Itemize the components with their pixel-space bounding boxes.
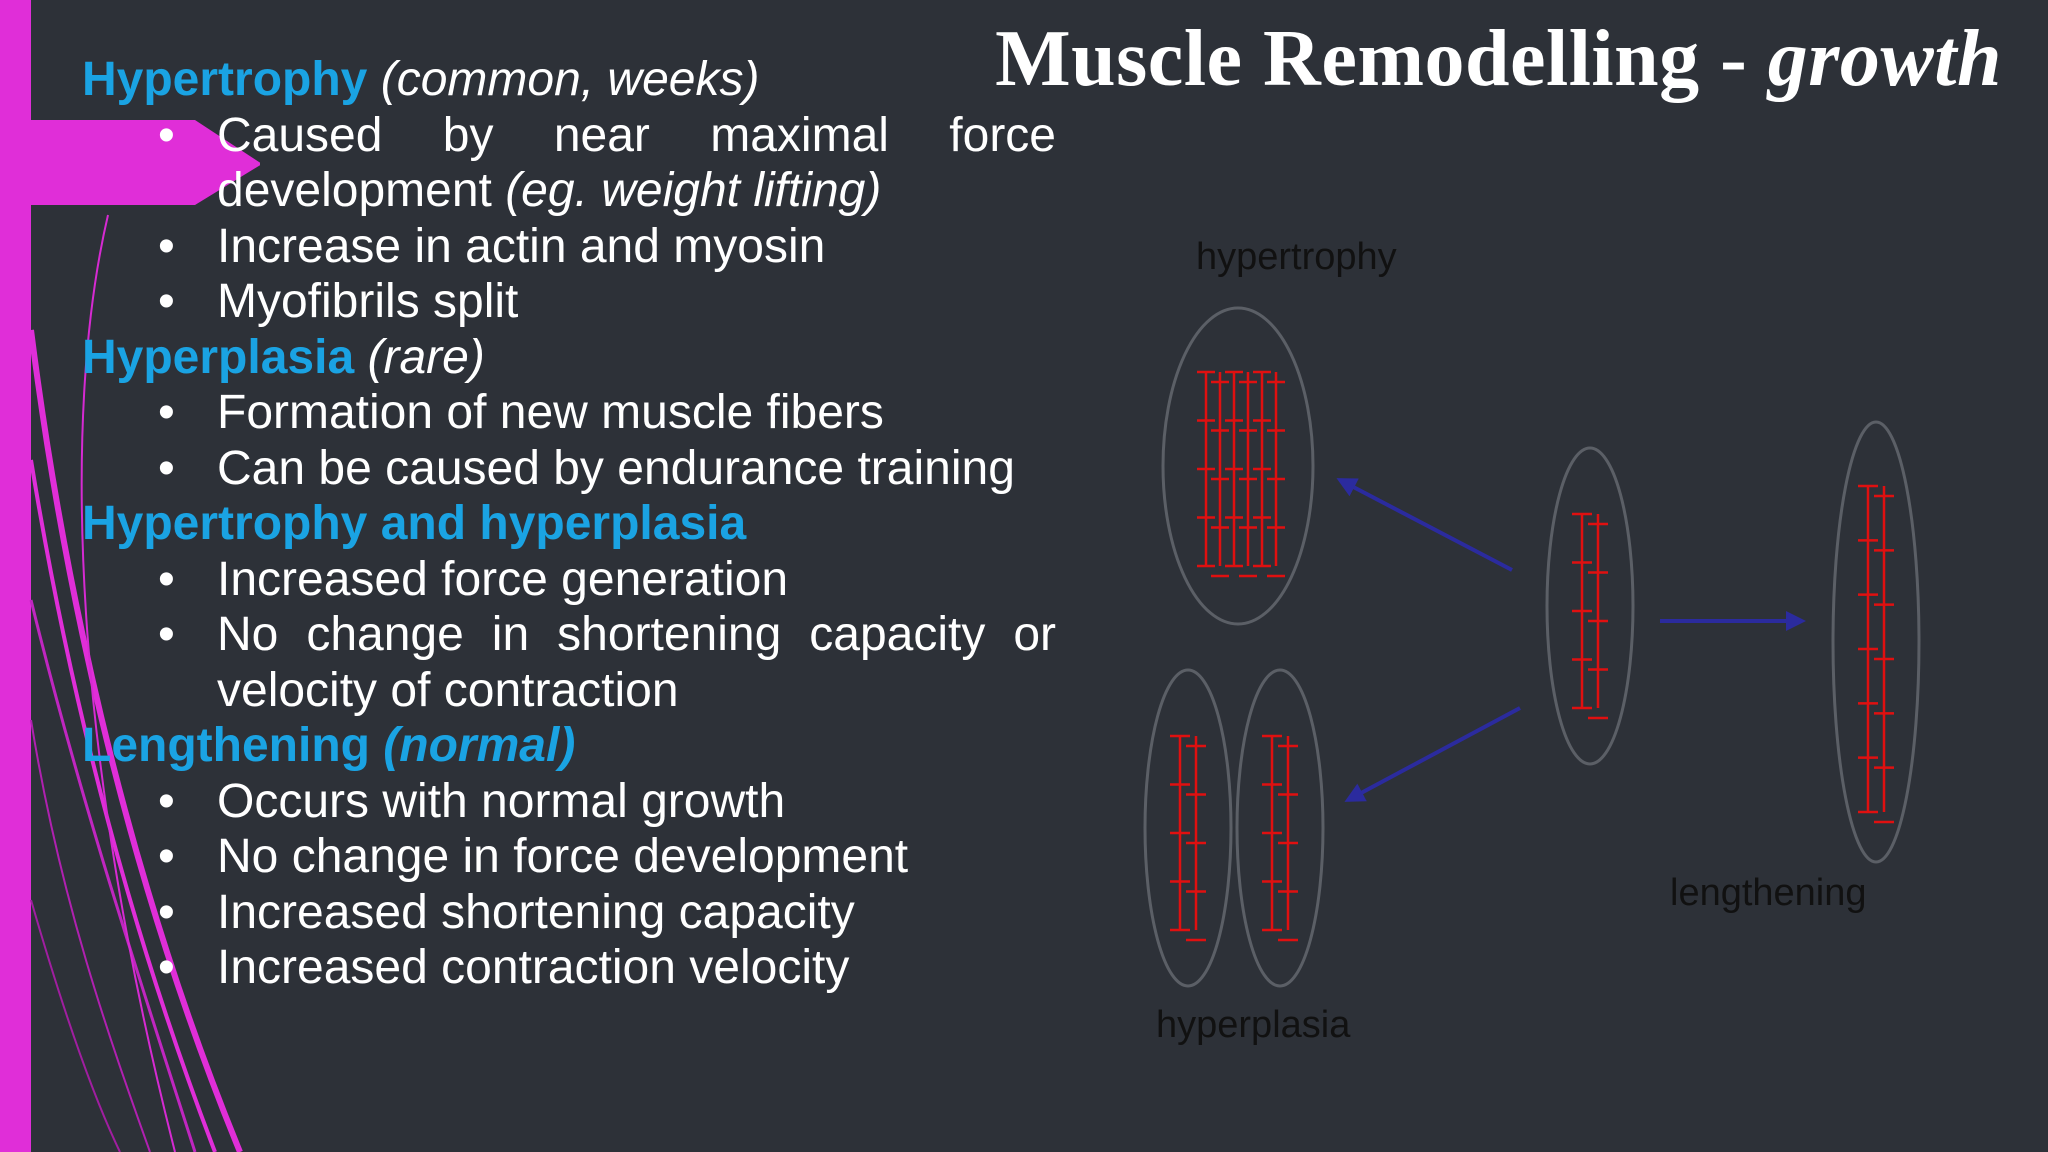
arrow-to-hyperplasia [1344,706,1521,802]
bullet-item: Increased shortening capacity [82,885,1056,941]
section-note: (common, weeks) [380,53,760,106]
bullet-item: Occurs with normal growth [82,774,1056,830]
bullet-item: No change in force development [82,829,1056,885]
title-italic: growth [1767,15,2002,103]
fiber-lengthening [1831,420,1921,864]
bullet-item: Caused by near maximal force development… [82,108,1056,219]
label-hyperplasia: hyperplasia [1156,1004,1351,1046]
section-note: (rare) [367,330,485,384]
bullet-item: Increase in actin and myosin [82,219,1056,275]
bullet-item: Formation of new muscle fibers [82,385,1056,441]
bullet-list: Occurs with normal growth No change in f… [82,774,1056,996]
section-heading-hypertrophy: Hypertrophy (common, weeks) [82,53,760,106]
section-heading-hyperplasia: Hyperplasia (rare) [82,330,485,384]
fiber-hypertrophy [1161,306,1315,626]
bullet-item: Increased contraction velocity [82,940,1056,996]
section-note: (normal) [383,719,576,772]
content-text: Hypertrophy (common, weeks) Caused by ne… [82,52,1056,996]
sarcomere-group [1170,370,1894,942]
muscle-growth-diagram [1143,306,1921,988]
fiber-original [1545,446,1635,766]
bullet-item: Increased force generation [82,552,1056,608]
bullet-list: Increased force generation No change in … [82,552,1056,719]
arrow-to-hypertrophy [1336,478,1513,572]
slide-title: Muscle Remodelling - growth [995,14,2002,105]
label-hypertrophy: hypertrophy [1196,236,1397,278]
label-lengthening: lengthening [1670,872,1867,914]
section-heading-lengthening: Lengthening (normal) [82,719,576,772]
section-heading-hypertrophy-and-hyperplasia: Hypertrophy and hyperplasia [82,497,747,550]
title-main: Muscle Remodelling - [995,15,1768,103]
fiber-hyperplasia-left [1143,668,1233,988]
bullet-item: Can be caused by endurance training [82,441,1056,497]
bullet-item: Myofibrils split [82,274,1056,330]
bullet-item: No change in shortening capacity or velo… [82,607,1056,718]
fiber-hyperplasia-right [1235,668,1325,988]
bullet-list: Formation of new muscle fibers Can be ca… [82,385,1056,496]
bullet-list: Caused by near maximal force development… [82,108,1056,330]
